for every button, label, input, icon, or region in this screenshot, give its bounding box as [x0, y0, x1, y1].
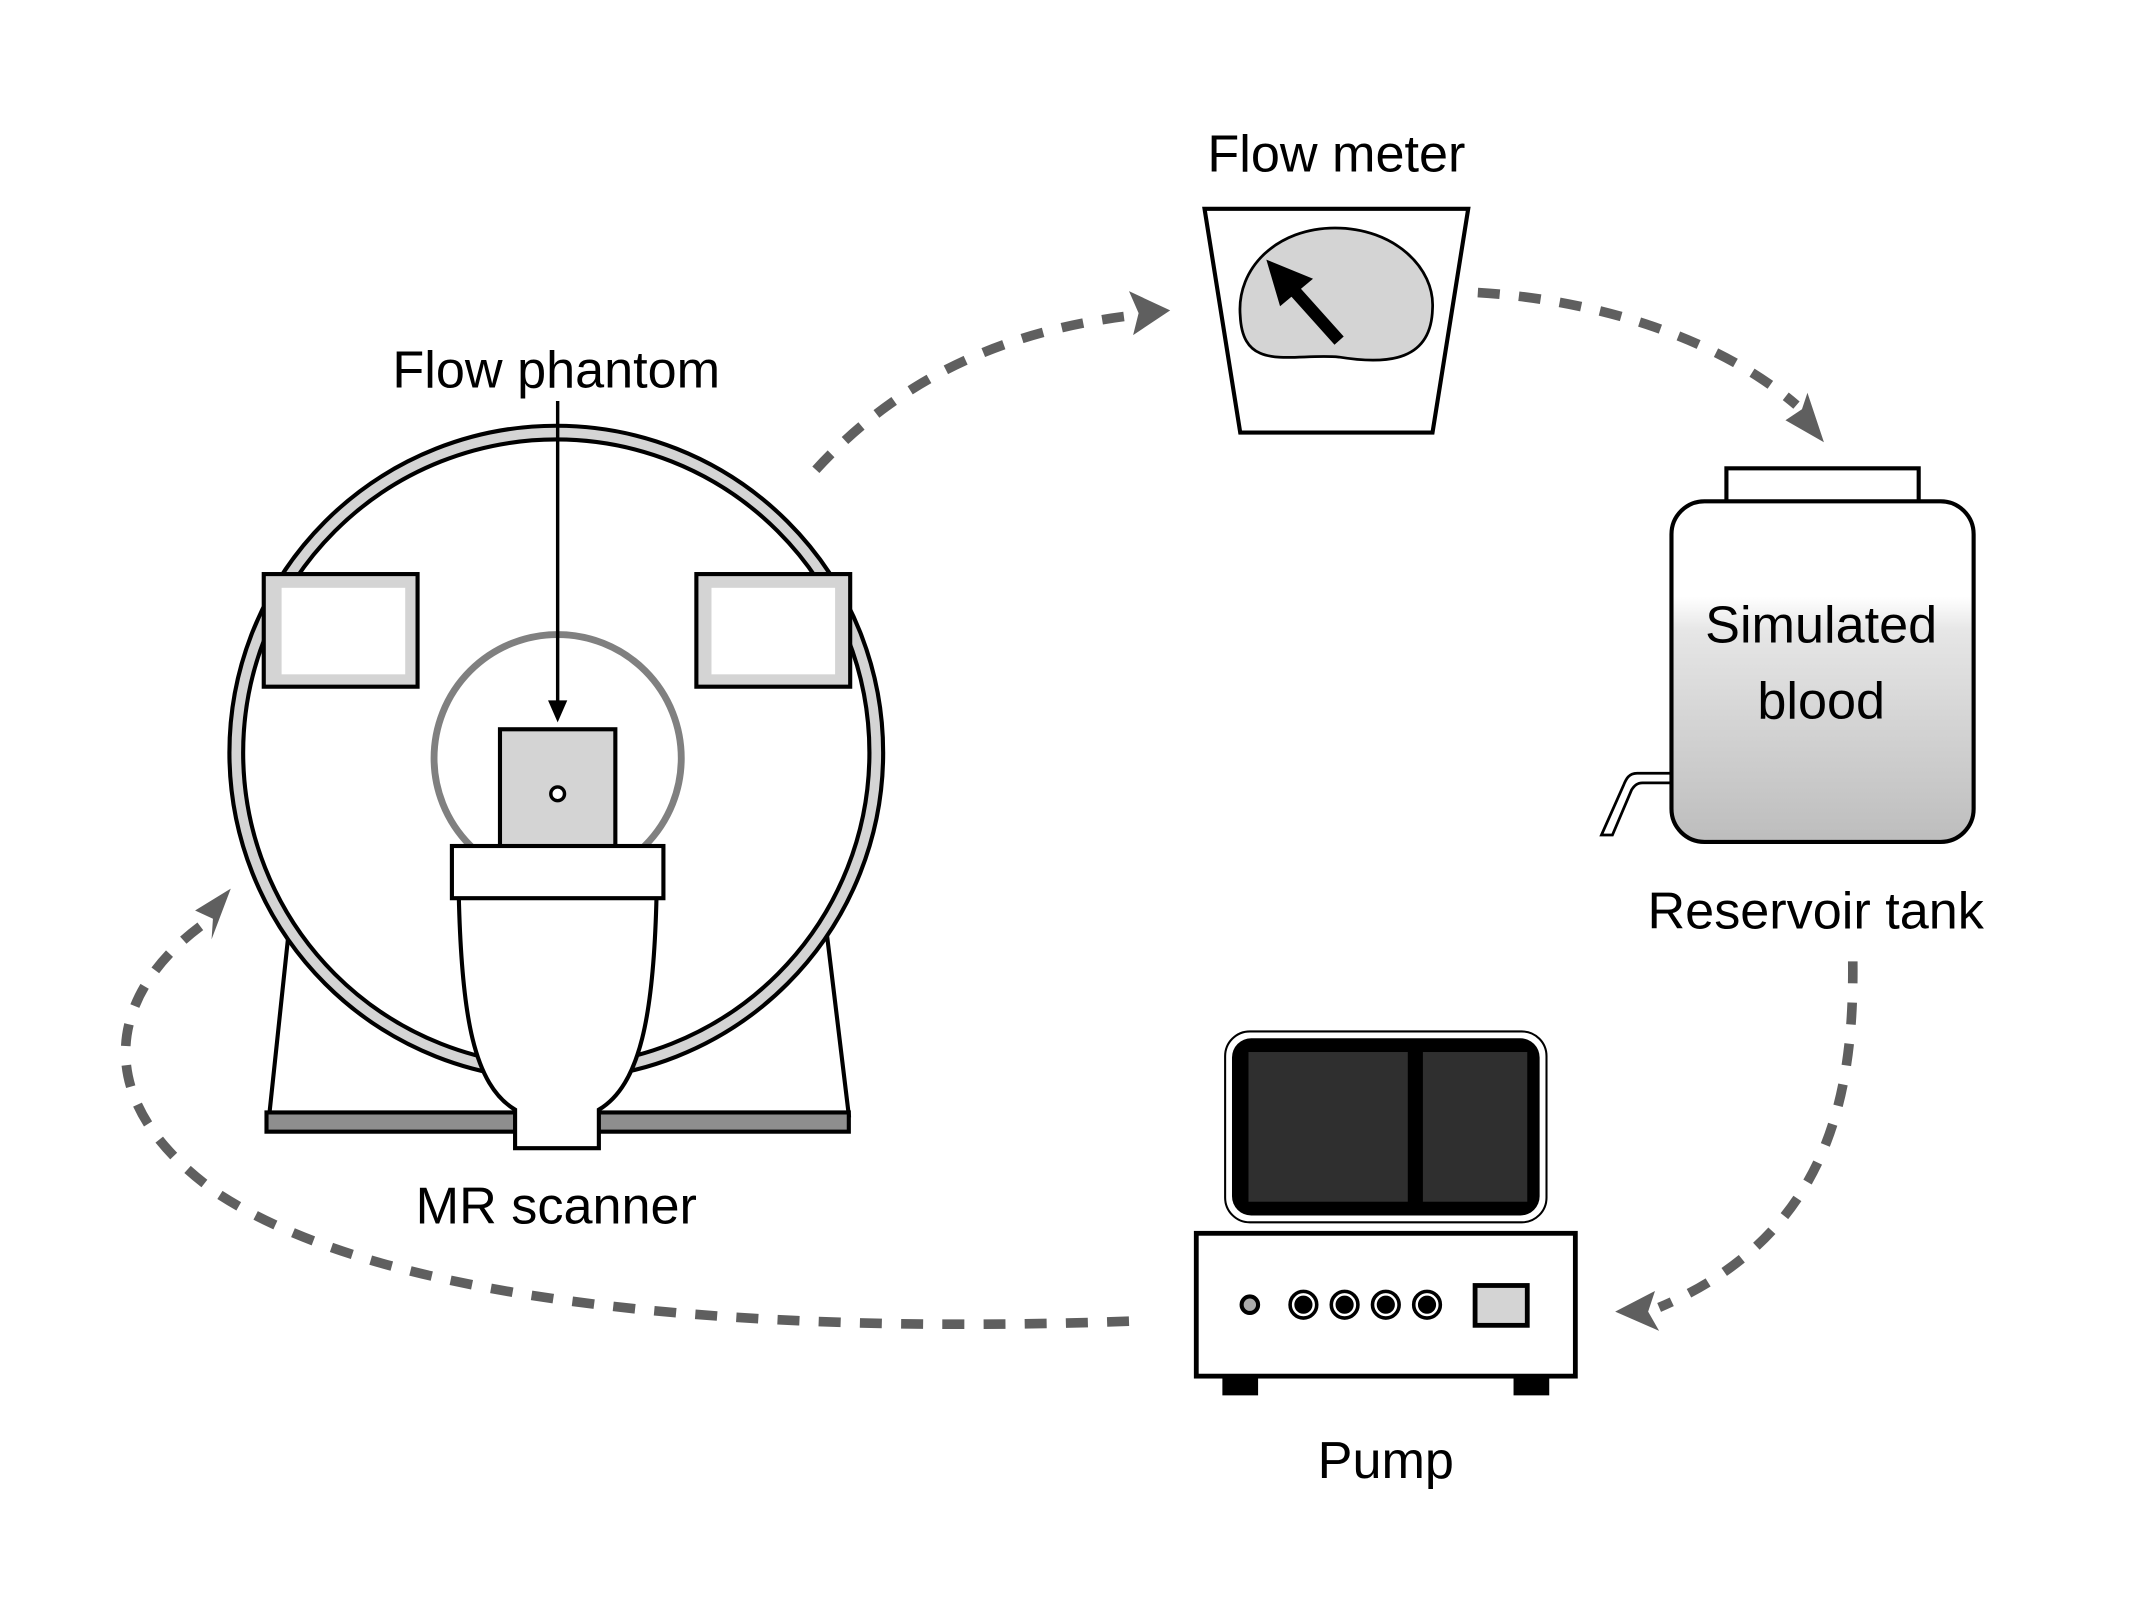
flow-arrow-pump-to-scanner — [120, 916, 1130, 1330]
simulated-blood-label-line2: blood — [1757, 672, 1885, 730]
pump-foot-right — [1513, 1376, 1550, 1396]
flow-arrowhead-meter — [1128, 291, 1171, 336]
pump-screen-left — [1248, 1052, 1408, 1202]
flow-arrowhead-pump — [1615, 1290, 1660, 1331]
flow-meter-needle — [1286, 282, 1344, 345]
scanner-panel-right — [694, 572, 853, 689]
flow-arrowhead-scanner — [195, 888, 231, 940]
flow-arrowhead-tank — [1785, 392, 1824, 443]
mr-scanner: Flow phantom MR scanner — [227, 341, 886, 1236]
flow-arrow-tank-to-pump — [1657, 961, 1858, 1312]
pump-knobs — [1288, 1289, 1443, 1320]
pump-label: Pump — [1318, 1432, 1454, 1490]
pump-foot-left — [1222, 1376, 1259, 1396]
mr-scanner-label: MR scanner — [416, 1178, 697, 1236]
flow-phantom-pointer-head — [548, 700, 568, 723]
flow-phantom-tube — [549, 785, 567, 803]
pump: Pump — [1193, 1030, 1578, 1490]
flow-meter-needle-head — [1266, 259, 1314, 307]
simulated-blood-label-line1: Simulated — [1705, 597, 1937, 655]
reservoir-tank-label: Reservoir tank — [1648, 882, 1985, 940]
flow-phantom-label: Flow phantom — [392, 341, 720, 399]
scanner-panel-left — [261, 572, 420, 689]
pump-display — [1472, 1283, 1530, 1328]
flow-arrows — [120, 287, 1858, 1331]
flow-meter: Flow meter — [1202, 126, 1471, 435]
flow-arrow-meter-to-tank — [1477, 287, 1800, 409]
tank-body — [1669, 499, 1976, 844]
reservoir-tank: Simulated blood Reservoir tank — [1599, 466, 1985, 940]
tank-spout — [1599, 771, 1675, 837]
flow-meter-dial — [1238, 226, 1434, 362]
pump-indicator-light — [1239, 1294, 1261, 1316]
flow-meter-label: Flow meter — [1207, 126, 1465, 184]
pump-screen-right — [1422, 1052, 1528, 1202]
flow-arrow-scanner-to-meter — [812, 311, 1130, 473]
patient-table — [449, 843, 666, 1151]
